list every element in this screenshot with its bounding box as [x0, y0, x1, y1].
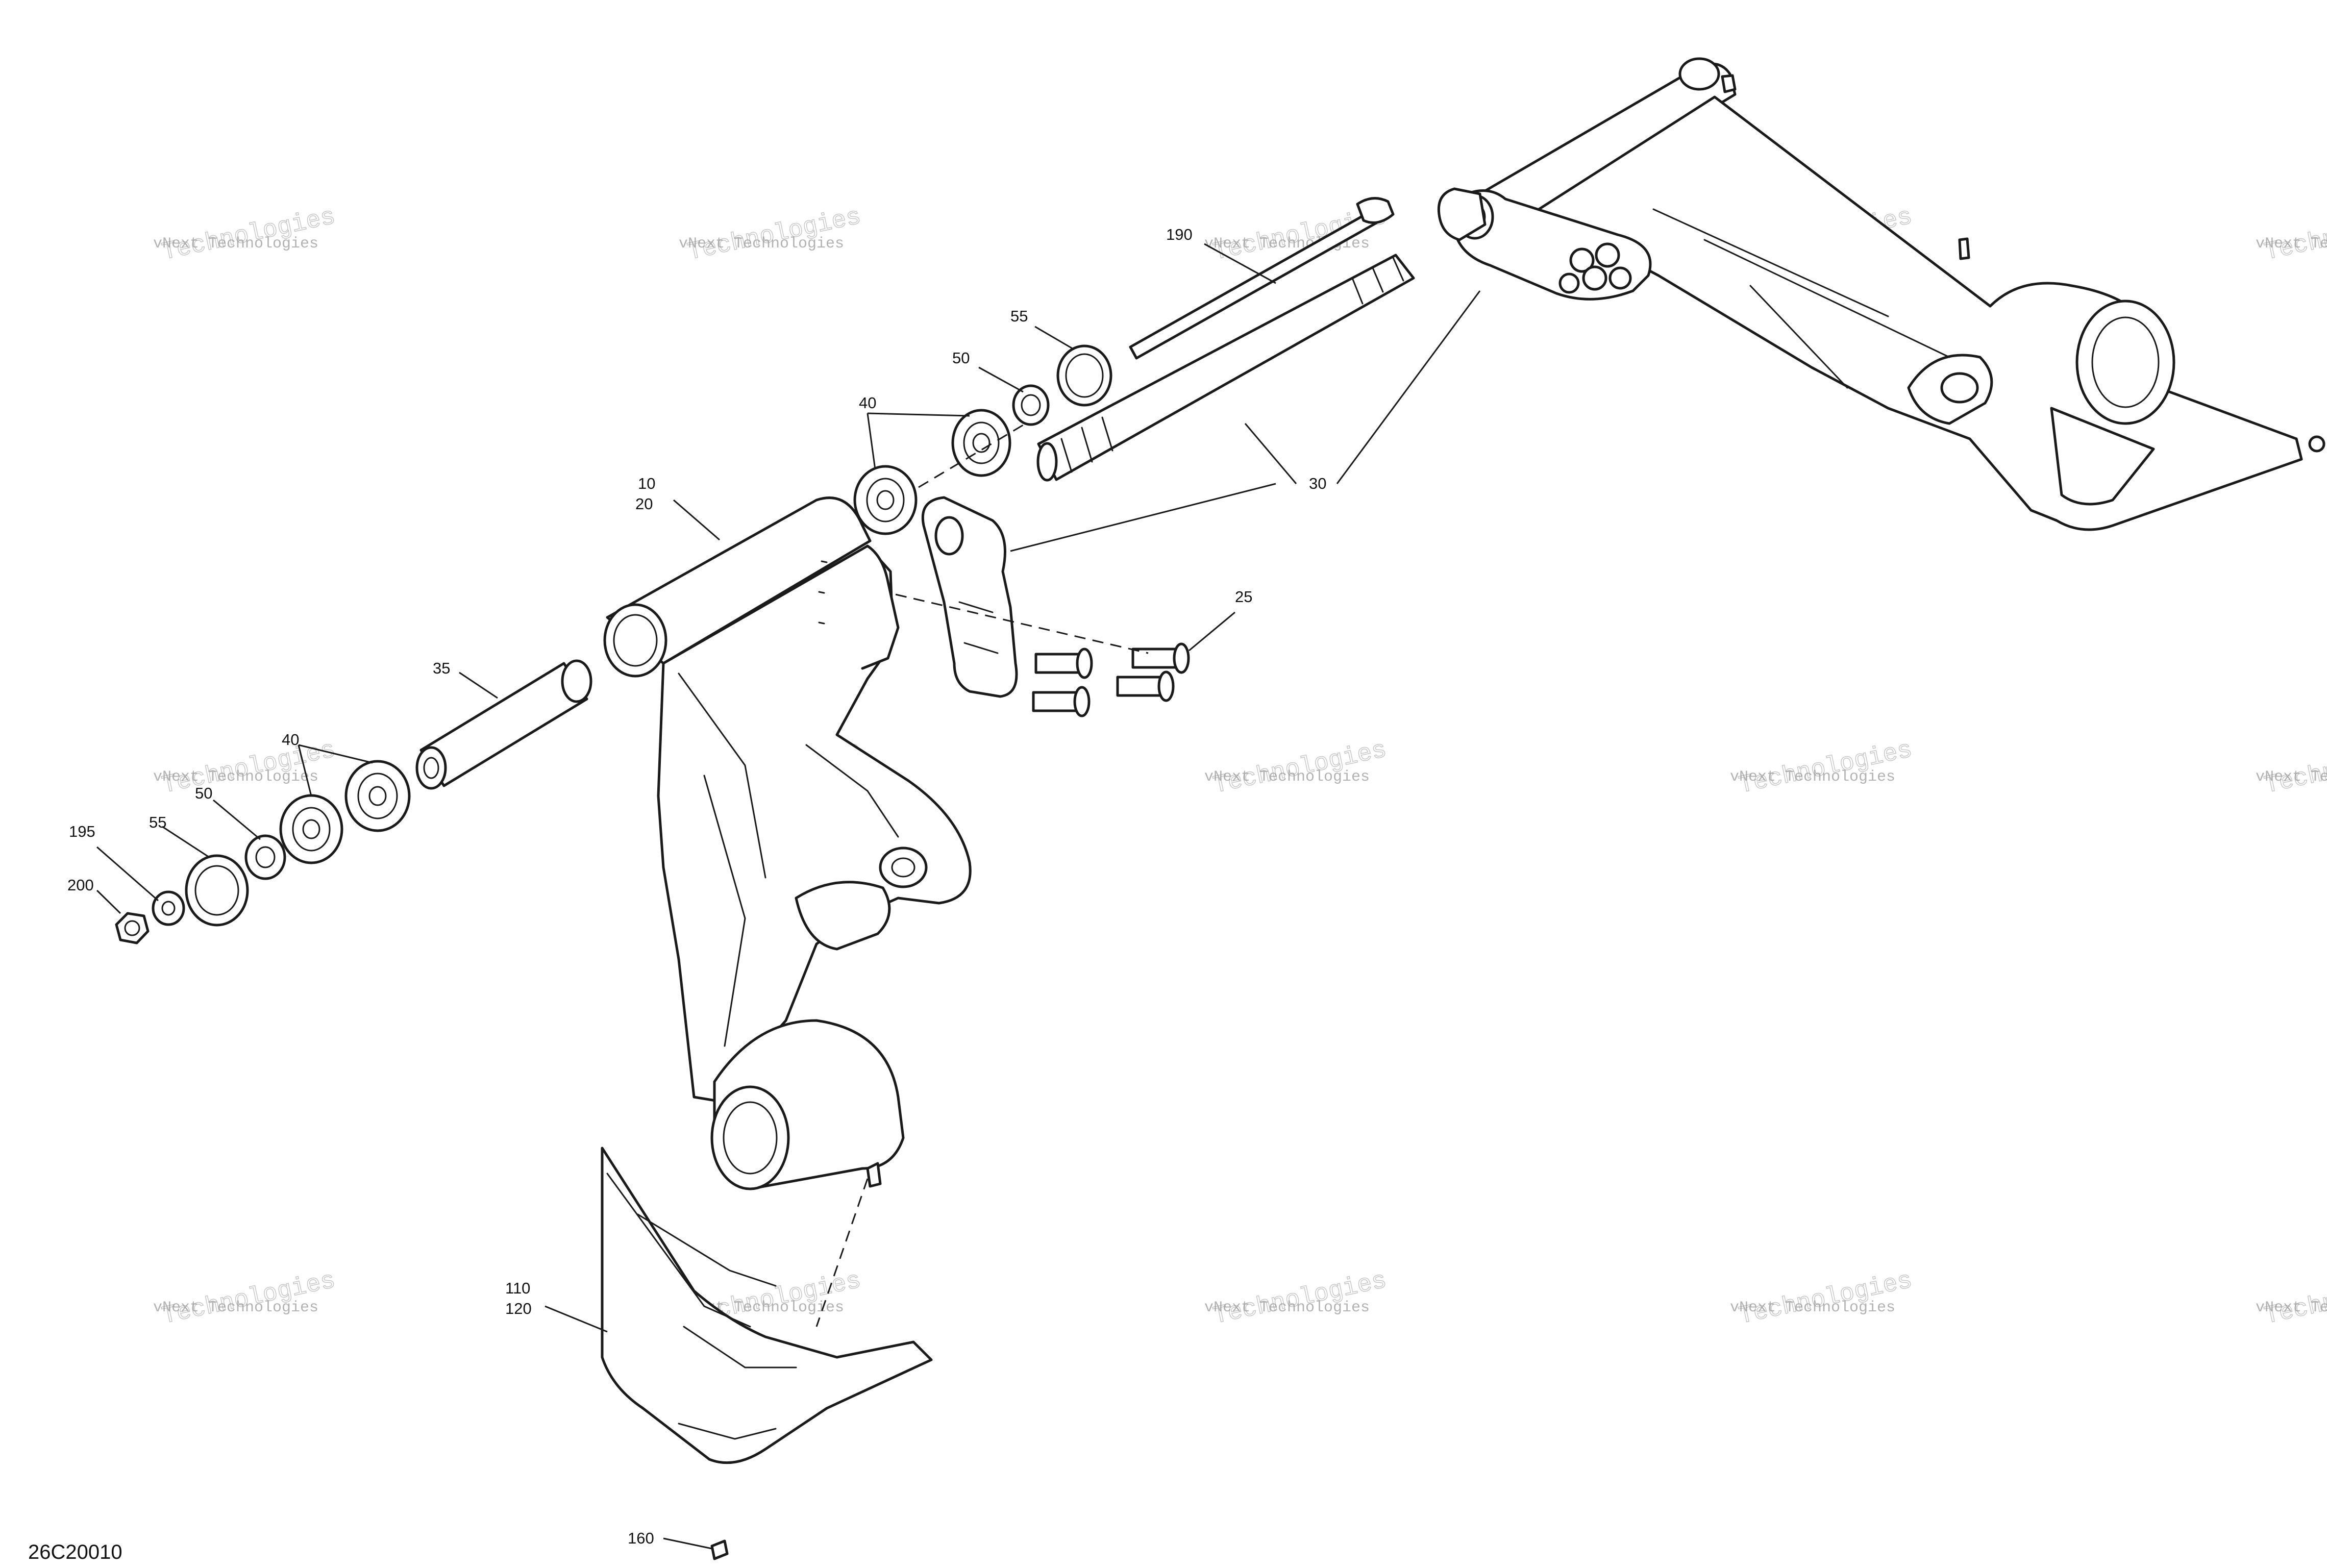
callout-190: 190	[1166, 226, 1193, 243]
washer-195	[152, 890, 185, 926]
sleeve-35	[415, 659, 592, 790]
leader-lines	[96, 243, 1481, 1550]
seal-55-lower	[185, 854, 249, 927]
svg-text:vNext Technologies: vNext Technologies	[2256, 768, 2327, 786]
svg-text:vNext Technologies: vNext Technologies	[153, 235, 318, 253]
bearing-40-lower-b	[344, 760, 411, 832]
callout-labels: 190 55 50 40 10 20 30 25 35 40 50 55 195…	[67, 226, 1326, 1547]
callout-160: 160	[628, 1529, 654, 1547]
svg-text:vNext Technologies: vNext Technologies	[1730, 768, 1895, 786]
screw-160	[710, 1539, 729, 1560]
callout-35: 35	[433, 659, 450, 677]
callout-10: 10	[638, 475, 655, 492]
assembled-swing-arm	[1437, 57, 2325, 531]
nut-200	[115, 912, 150, 944]
spacer-50-upper	[1012, 384, 1050, 426]
callout-200: 200	[67, 876, 94, 894]
callout-40-lower: 40	[282, 731, 299, 749]
drawing-number: 26C20010	[28, 1541, 122, 1563]
spacer-50-lower	[244, 834, 286, 880]
svg-text:vNext Technologies: vNext Technologies	[679, 235, 844, 253]
svg-text:vNext Technologies: vNext Technologies	[1730, 1299, 1895, 1316]
callout-30: 30	[1309, 475, 1326, 492]
bearing-40-upper-a	[951, 409, 1011, 477]
callout-40-upper: 40	[859, 394, 876, 412]
pivot-clamp	[921, 496, 1018, 698]
skid-plate-110-120	[601, 1147, 933, 1464]
flange-bolts-25	[1032, 642, 1190, 717]
callout-20: 20	[635, 495, 653, 513]
svg-text:vNext Technologies: vNext Technologies	[153, 1299, 318, 1316]
assembly-centerlines	[815, 422, 1149, 1327]
svg-text:vNext Technologies: vNext Technologies	[1204, 1299, 1370, 1316]
svg-text:vNext Technologies: vNext Technologies	[2256, 235, 2327, 253]
bolt-190	[1129, 197, 1395, 360]
splined-shaft-30	[1036, 254, 1415, 482]
callout-25: 25	[1235, 588, 1252, 606]
bearing-40-upper-b	[853, 465, 918, 535]
callout-50-upper: 50	[952, 349, 970, 367]
swing-arm-10-20	[603, 496, 972, 1190]
svg-text:vNext Technologies: vNext Technologies	[1204, 768, 1370, 786]
callout-110: 110	[505, 1279, 530, 1297]
svg-text:vNext Technologies: vNext Technologies	[153, 768, 318, 786]
callout-120: 120	[505, 1300, 532, 1317]
callout-195: 195	[69, 823, 95, 840]
callout-55-lower: 55	[149, 813, 166, 831]
seal-55-upper	[1056, 344, 1112, 407]
callout-50-lower: 50	[195, 784, 212, 802]
svg-text:vNext Technologies: vNext Technologies	[2256, 1299, 2327, 1316]
callout-55-upper: 55	[1010, 307, 1028, 325]
bearing-40-lower-a	[279, 794, 343, 864]
